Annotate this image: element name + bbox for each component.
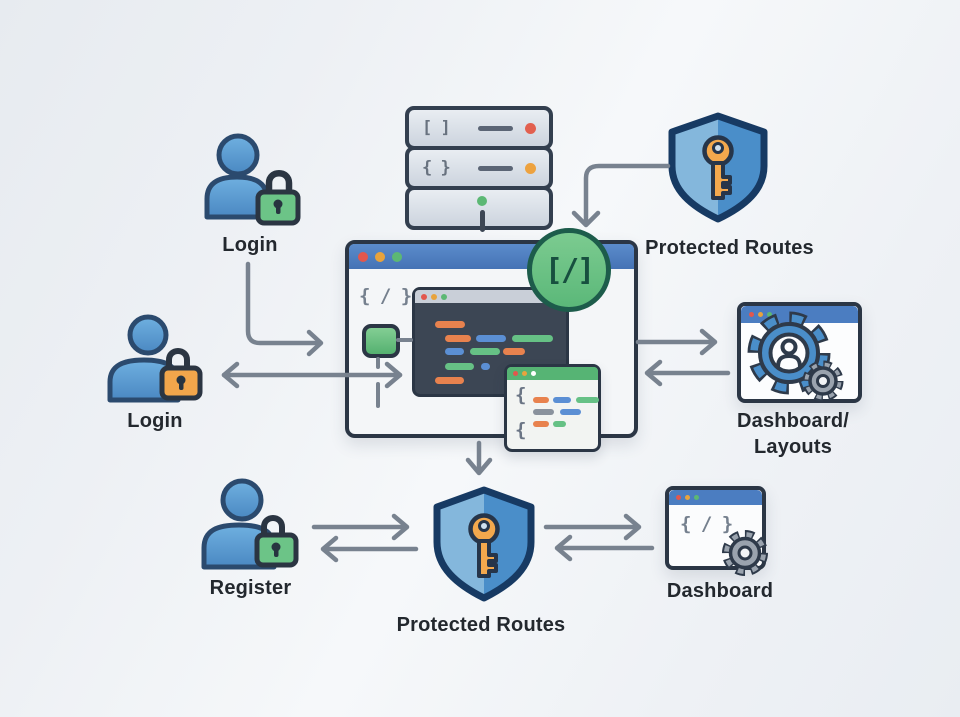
key-icon [468, 513, 500, 578]
server-tier-1-line [478, 125, 513, 131]
code-line [560, 409, 581, 415]
shield-icon [668, 112, 768, 223]
key-icon [702, 135, 734, 200]
register-label: Register [209, 577, 292, 599]
user-lock-icon [107, 314, 203, 403]
code-line [553, 421, 566, 427]
route-badge-glyph: [/] [544, 252, 595, 288]
code-line [533, 409, 554, 415]
code-line [445, 335, 471, 342]
code-editor-icon [412, 287, 569, 397]
lock-icon [255, 170, 301, 226]
arrow-login-top-to-browser [245, 261, 324, 357]
gear-icon [718, 526, 772, 580]
server-tier-3 [405, 186, 553, 232]
gear-icon [799, 357, 847, 405]
snippet-brace-bottom: { [515, 419, 527, 441]
login-left-node [102, 312, 210, 408]
code-line [445, 363, 474, 370]
window-dot-orange [758, 312, 763, 317]
window-dot-orange [431, 293, 437, 300]
arrow-protected-routes-to-register [320, 535, 419, 563]
server-tier-1-glyph: [ ] [422, 118, 451, 138]
code-line [512, 335, 553, 342]
protected-routes-top-label: Protected Routes [645, 237, 814, 259]
arrow-protected-routes-to-dashboard [543, 513, 642, 541]
code-line [435, 377, 464, 384]
protected-routes-bottom-label: Protected Routes [396, 614, 566, 636]
login-top-node [196, 126, 308, 230]
route-badge-icon: [/] [527, 228, 611, 312]
shield-icon [433, 486, 535, 602]
dashboard-code-glyph: { / } [680, 513, 733, 535]
window-dot-red [358, 251, 368, 262]
window-dot-orange [522, 371, 527, 376]
snippet-brace-top: { [515, 384, 527, 406]
snippet-titlebar [507, 367, 598, 380]
route-node-icon [362, 324, 400, 358]
arrow-browser-to-protected-routes [465, 440, 493, 476]
server-tier-1-led [525, 122, 536, 134]
lock-icon [159, 348, 203, 401]
arrow-shield-to-badge [571, 163, 671, 228]
register-node [198, 477, 306, 573]
arrow-dashboard-layouts-to-browser [644, 359, 731, 387]
code-line [481, 363, 490, 370]
server-tier-2-led [525, 162, 536, 174]
user-gear-icon [742, 304, 836, 400]
editor-titlebar [415, 290, 566, 303]
code-line [576, 397, 599, 403]
dashboard-label: Dashboard [666, 580, 774, 602]
user-lock-icon [201, 478, 299, 570]
arrow-dashboard-to-protected-routes [554, 534, 655, 562]
user-lock-icon [204, 133, 301, 226]
code-line [470, 348, 500, 355]
login-top-label: Login [222, 234, 278, 256]
window-dot-red [513, 371, 518, 376]
code-line [445, 348, 464, 355]
window-dot-green [767, 312, 772, 317]
dashboard-titlebar [669, 490, 762, 505]
dashboard-layouts-label-line1: Dashboard/ [736, 410, 850, 432]
window-dot-red [421, 293, 427, 300]
window-dot-green [392, 251, 402, 262]
window-dot-orange [375, 251, 385, 262]
user-icon [204, 133, 270, 220]
server-connector-line [480, 210, 485, 232]
code-line [503, 348, 525, 355]
protected-routes-top-node [658, 112, 778, 226]
login-left-label: Login [127, 410, 183, 432]
server-tier-2-glyph: { } [422, 158, 451, 178]
code-line [435, 321, 465, 328]
code-line [476, 335, 506, 342]
server-stack-icon: [ ] { } [405, 106, 553, 232]
window-dot-red [676, 495, 681, 500]
lock-icon [254, 515, 299, 568]
protected-routes-bottom-node [424, 486, 544, 608]
code-line [553, 397, 571, 403]
code-line [533, 397, 549, 403]
window-dot-green [694, 495, 699, 500]
window-dot-orange [685, 495, 690, 500]
server-tier-2: { } [405, 146, 553, 190]
arrow-browser-to-dashboard-layouts [635, 328, 718, 356]
window-dot-white [531, 371, 536, 376]
arrow-register-to-protected-routes [311, 513, 410, 541]
code-line [533, 421, 549, 427]
window-dot-green [441, 293, 447, 300]
code-snippet-window-icon: { { [504, 364, 601, 452]
dashboard-layouts-label-line2: Layouts [753, 436, 833, 458]
window-dot-red [749, 312, 754, 317]
server-tier-2-line [478, 165, 513, 171]
server-tier-3-led [477, 196, 487, 206]
server-tier-1: [ ] [405, 106, 553, 150]
route-glyph: { / } [359, 285, 412, 307]
